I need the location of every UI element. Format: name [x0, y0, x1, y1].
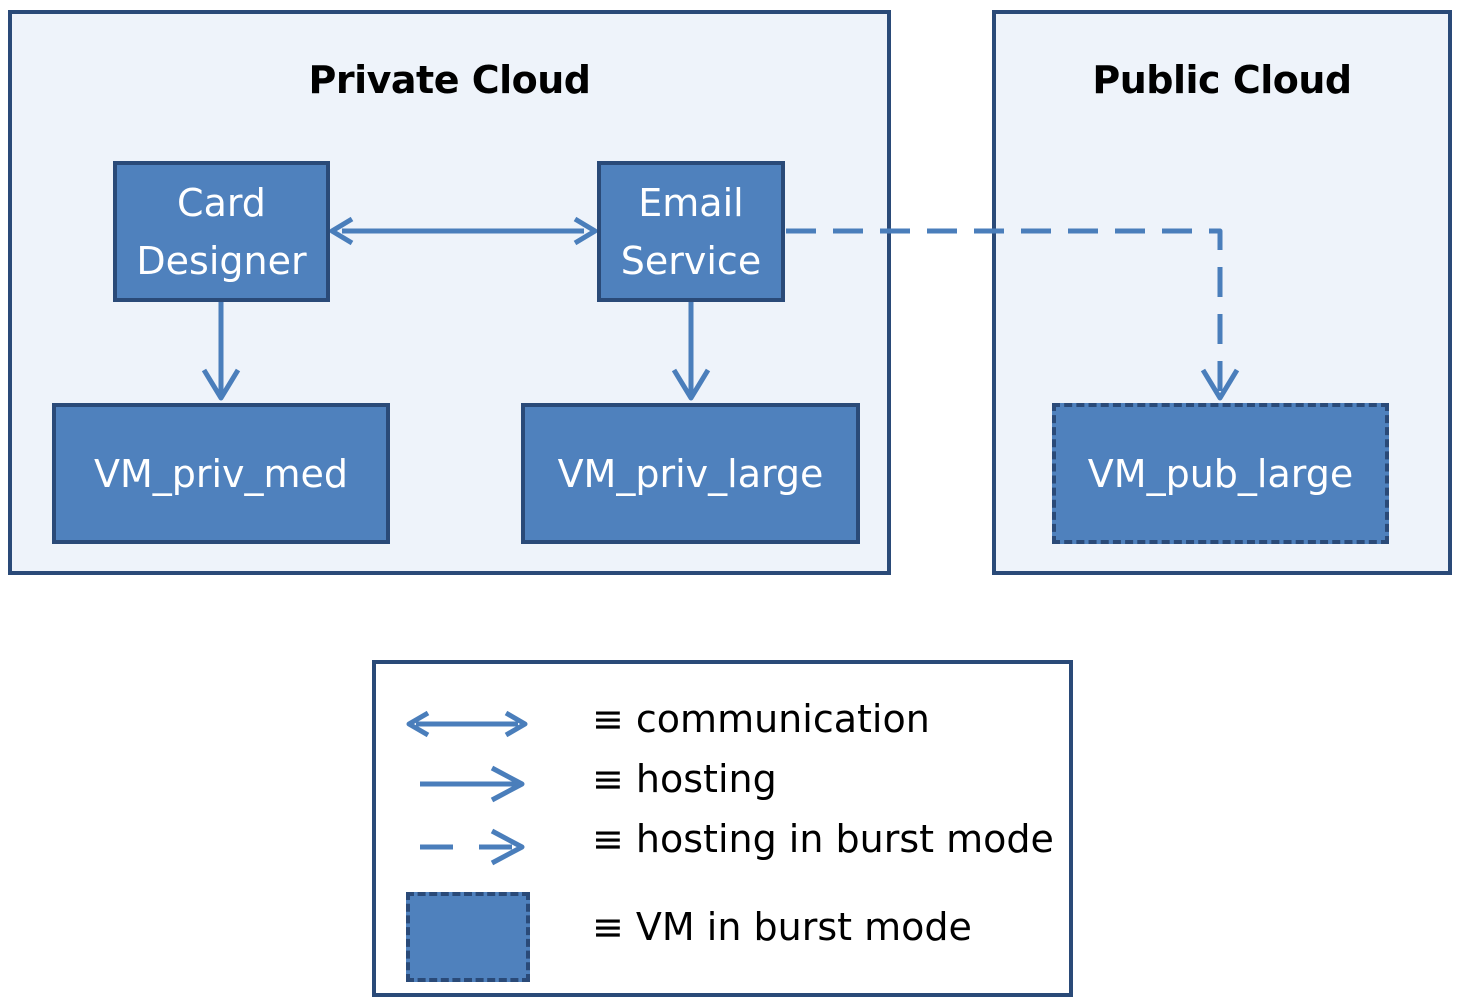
arrowhead-right	[573, 216, 598, 246]
email-service-line-2: Service	[620, 238, 762, 283]
legend-burst-vm-swatch	[406, 892, 530, 982]
legend-communication-head-left	[406, 710, 430, 738]
arrowhead-down-1	[201, 368, 241, 401]
legend-arrow-samples	[406, 710, 528, 866]
arrowhead-down-2	[671, 368, 711, 401]
vm-priv-large-node[interactable]: VM_priv_large	[521, 403, 860, 544]
edge-burst-hosting	[786, 228, 1223, 396]
vm-priv-med-node[interactable]: VM_priv_med	[52, 403, 390, 544]
card-designer-line-2: Designer	[136, 238, 307, 283]
card-designer-line-1: Card	[177, 180, 266, 225]
legend-burst-hosting-label: ≡ hosting in burst mode	[592, 817, 1054, 861]
legend-hosting-head	[490, 765, 525, 803]
card-designer-node[interactable]: Card Designer	[113, 161, 330, 302]
legend: ≡ communication ≡ hosting ≡ hosting in b…	[372, 660, 1073, 997]
public-cloud-title: Public Cloud	[1092, 58, 1352, 102]
legend-burst-head	[490, 828, 525, 866]
email-service-line-1: Email	[638, 180, 744, 225]
arrowhead-left	[329, 216, 354, 246]
legend-hosting-label: ≡ hosting	[592, 757, 777, 801]
legend-communication-label: ≡ communication	[592, 697, 930, 741]
vm-pub-large-node[interactable]: VM_pub_large	[1052, 403, 1389, 544]
vm-priv-med-label: VM_priv_med	[93, 451, 349, 496]
vm-pub-large-label: VM_pub_large	[1087, 451, 1354, 496]
arrowhead-down-burst	[1200, 368, 1240, 401]
legend-burst-vm-label: ≡ VM in burst mode	[592, 905, 972, 949]
vm-priv-large-label: VM_priv_large	[557, 451, 824, 496]
legend-communication-head-right	[504, 710, 528, 738]
email-service-node[interactable]: Email Service	[597, 161, 785, 302]
private-cloud-title: Private Cloud	[308, 58, 591, 102]
